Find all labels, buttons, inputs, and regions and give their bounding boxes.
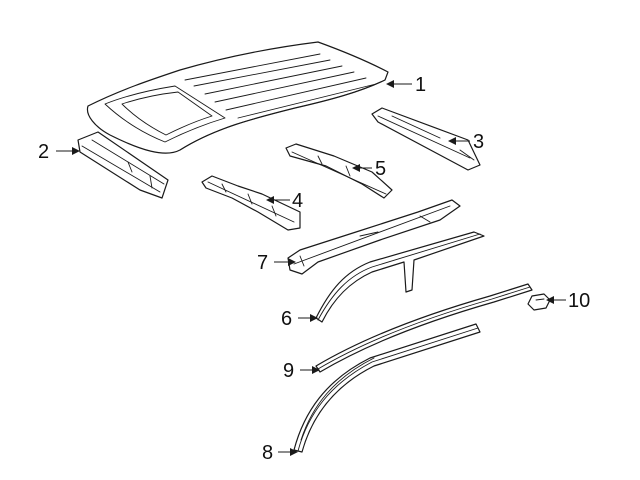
side-rail-6 <box>315 231 485 323</box>
callout-10: 10 <box>568 290 590 312</box>
roof-panel <box>86 41 389 154</box>
callout-9: 9 <box>283 360 294 382</box>
callout-5: 5 <box>375 158 386 180</box>
callout-leaders <box>56 80 566 456</box>
callout-6: 6 <box>281 308 292 330</box>
roof-bow-4 <box>201 175 301 231</box>
front-header <box>77 131 169 199</box>
callout-7: 7 <box>257 252 268 274</box>
side-rail-8 <box>293 323 481 453</box>
callout-8: 8 <box>262 442 273 464</box>
callout-3: 3 <box>473 131 484 153</box>
bracket <box>527 293 551 311</box>
drip-molding <box>315 283 533 373</box>
callout-4: 4 <box>292 190 303 212</box>
roof-bow-5 <box>285 143 393 199</box>
center-bow <box>287 199 461 275</box>
callout-1: 1 <box>415 74 426 96</box>
callout-2: 2 <box>38 141 49 163</box>
rear-header <box>371 107 481 171</box>
